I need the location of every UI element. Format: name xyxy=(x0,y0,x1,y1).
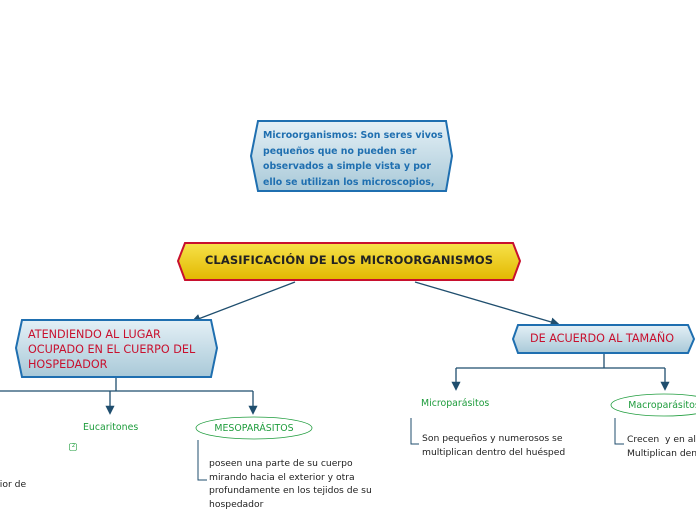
mesoparasitos-label: MESOPARÁSITOS xyxy=(214,423,294,434)
count-badge[interactable] xyxy=(69,443,77,451)
left-branch-box[interactable] xyxy=(14,319,219,378)
left-branch-title: ATENDIENDO AL LUGAR OCUPADO EN EL CUERPO… xyxy=(28,328,196,371)
count-badge-text: 2 xyxy=(71,443,76,449)
macroparasitos-oval[interactable] xyxy=(610,393,696,417)
connector-right-children xyxy=(456,354,665,369)
eucaritones-label: Eucaritones xyxy=(83,422,139,433)
connector-left-children xyxy=(0,378,253,392)
intro-text: Microorganismos: Son seres vivos pequeño… xyxy=(263,130,443,188)
eucaritones-description: rior de xyxy=(0,479,27,490)
mesoparasitos-oval[interactable] xyxy=(195,416,313,440)
right-branch-title: DE ACUERDO AL TAMAÑO xyxy=(529,332,675,345)
microparasitos-description: Son pequeños y numerosos se multiplican … xyxy=(422,433,566,458)
micro-desc-bracket xyxy=(410,418,419,445)
intro-box[interactable] xyxy=(249,120,454,192)
root-title: CLASIFICACIÓN DE LOS MICROORGANISMOS xyxy=(204,253,494,267)
macro-desc-bracket xyxy=(614,418,624,445)
microparasitos-label: Microparásitos xyxy=(421,398,490,409)
connector-root-left xyxy=(191,281,296,323)
mesoparasitos-description: poseen una parte de su cuerpo mirando ha… xyxy=(209,458,372,510)
root-title-box[interactable] xyxy=(176,242,522,281)
macroparasitos-description: Crecen y en alg Multiplican den xyxy=(627,434,696,459)
connector-root-right xyxy=(414,281,560,327)
right-branch-box[interactable] xyxy=(511,324,696,354)
macroparasitos-label: Macroparásitos xyxy=(628,400,696,411)
meso-desc-bracket xyxy=(197,440,207,481)
